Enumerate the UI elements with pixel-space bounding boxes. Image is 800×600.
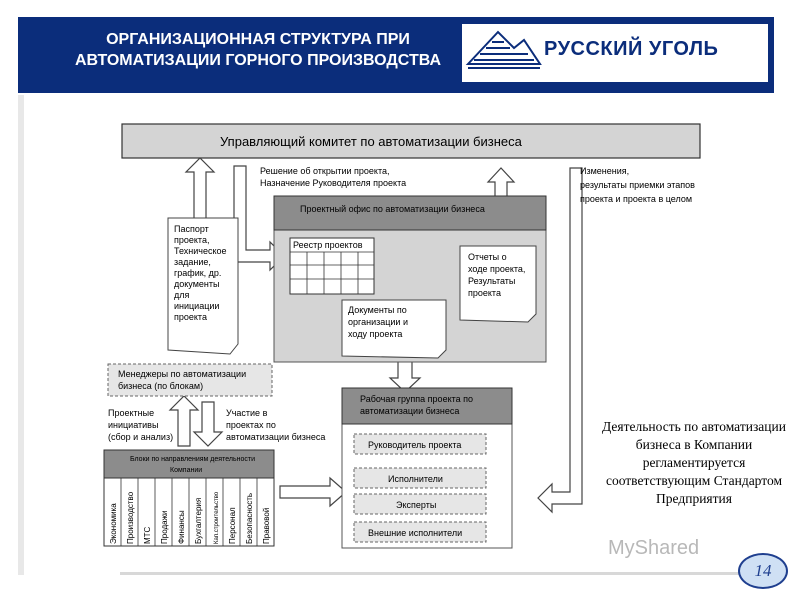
svg-text:МТС: МТС [143, 526, 152, 544]
svg-text:Изменения,: Изменения, [580, 166, 629, 176]
svg-text:Персонал: Персонал [228, 507, 237, 544]
managers-up-arrow [168, 395, 200, 447]
svg-text:проекта и проекта в целом: проекта и проекта в целом [580, 194, 692, 204]
changes-down-arrow [537, 167, 583, 514]
blocks-labels: Экономика Производство МТС Продажи Финан… [109, 491, 271, 544]
svg-text:Руководитель проекта: Руководитель проекта [368, 440, 461, 450]
svg-text:Менеджеры по автоматизации: Менеджеры по автоматизации [118, 369, 246, 379]
managers-box [107, 363, 273, 397]
logo: РУССКИЙ УГОЛЬ [462, 24, 768, 82]
page-title: ОРГАНИЗАЦИОННАЯ СТРУКТУРА ПРИ АВТОМАТИЗА… [74, 31, 442, 69]
changes-note-line3: проекта и проекта в целом [580, 194, 692, 204]
decision-note-line2: Назначение Руководителя проекта [260, 178, 406, 188]
svg-text:документы: документы [174, 279, 219, 289]
logo-text: РУССКИЙ УГОЛЬ [544, 38, 719, 60]
svg-text:для: для [174, 290, 190, 300]
role-executors [353, 467, 487, 489]
svg-text:Правовой: Правовой [262, 508, 271, 544]
project-office-header [273, 195, 547, 231]
svg-text:Эксперты: Эксперты [396, 500, 436, 510]
svg-text:Паспорт: Паспорт [174, 224, 209, 234]
blocks-grid [120, 478, 258, 546]
svg-text:Продажи: Продажи [160, 511, 169, 544]
svg-text:Проектные: Проектные [108, 408, 154, 418]
svg-text:Решение об открытии проекта,: Решение об открытии проекта, [260, 166, 389, 176]
svg-text:Экономика: Экономика [109, 503, 118, 544]
svg-text:проекта: проекта [468, 288, 501, 298]
svg-text:инициации: инициации [174, 301, 219, 311]
blocks-right-arrow [279, 476, 347, 508]
svg-text:(сбор и анализ): (сбор и анализ) [108, 432, 173, 442]
role-experts [353, 493, 487, 515]
decision-note-line1: Решение об открытии проекта, [260, 166, 389, 176]
svg-text:ходе проекта,: ходе проекта, [468, 264, 525, 274]
role-external-executors [353, 521, 487, 543]
svg-text:Результаты: Результаты [468, 276, 515, 286]
passport-doc [167, 217, 239, 355]
side-strip [18, 95, 24, 575]
svg-text:Блоки по направлениям деятельн: Блоки по направлениям деятельности [130, 456, 255, 463]
svg-text:инициативы: инициативы [108, 420, 158, 430]
svg-text:Исполнители: Исполнители [388, 474, 443, 484]
svg-text:Документы по: Документы по [348, 305, 407, 315]
svg-text:Внешние исполнители: Внешние исполнители [368, 528, 462, 538]
svg-text:Компании: Компании [170, 467, 202, 474]
svg-text:бизнеса (по блокам): бизнеса (по блокам) [118, 381, 203, 391]
svg-text:ходу проекта: ходу проекта [348, 329, 402, 339]
svg-text:Участие в: Участие в [226, 408, 268, 418]
svg-text:автоматизации бизнеса: автоматизации бизнеса [360, 406, 459, 416]
svg-text:проекта,: проекта, [174, 235, 209, 245]
changes-note-line2: результаты приемки этапов [580, 180, 695, 190]
svg-text:задание,: задание, [174, 257, 211, 267]
registry-box [289, 237, 375, 295]
managers-down-arrow [192, 401, 224, 447]
svg-text:автоматизации бизнеса: автоматизации бизнеса [226, 432, 325, 442]
committee-label: Управляющий комитет по автоматизации биз… [220, 134, 523, 149]
role-project-manager [353, 433, 487, 455]
svg-text:результаты приемки этапов: результаты приемки этапов [580, 180, 695, 190]
svg-text:проекта: проекта [174, 312, 207, 322]
svg-text:Производство: Производство [126, 491, 135, 544]
svg-text:Кап.строительство: Кап.строительство [214, 491, 220, 544]
page-number-badge: 14 [738, 553, 788, 589]
svg-text:проектах по: проектах по [226, 420, 276, 430]
changes-note-line1: Изменения, [580, 166, 629, 176]
svg-text:Техническое: Техническое [174, 246, 227, 256]
org-diagram-svg: Управляющий комитет по автоматизации биз… [103, 123, 701, 549]
docs-doc [341, 299, 447, 359]
svg-text:график, др.: график, др. [174, 268, 221, 278]
svg-text:Рабочая группа проекта по: Рабочая группа проекта по [360, 394, 473, 404]
org-diagram: Управляющий комитет по автоматизации биз… [90, 110, 755, 550]
office-up-arrow [486, 167, 516, 199]
working-group-header [341, 387, 513, 425]
svg-text:Бухгалтерия: Бухгалтерия [194, 498, 203, 544]
svg-text:организации и: организации и [348, 317, 408, 327]
mountain-logo-icon [465, 30, 542, 69]
footer-divider [120, 572, 740, 575]
watermark: MyShared [608, 537, 700, 559]
registry-label: Реестр проектов [293, 240, 363, 250]
svg-text:Финансы: Финансы [177, 510, 186, 544]
project-office-label: Проектный офис по автоматизации бизнеса [300, 204, 485, 214]
committee-box [121, 123, 701, 159]
registry-grid [290, 251, 374, 294]
svg-text:Безопасность: Безопасность [245, 493, 254, 544]
svg-text:Назначение Руководителя проект: Назначение Руководителя проекта [260, 178, 406, 188]
svg-text:Отчеты о: Отчеты о [468, 252, 507, 262]
reports-doc [459, 245, 537, 323]
side-description: Деятельность по автоматизации бизнеса в … [602, 419, 786, 506]
